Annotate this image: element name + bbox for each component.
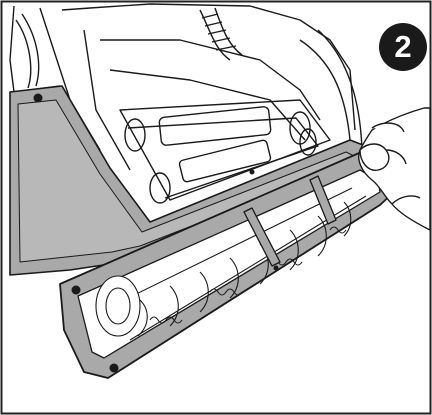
plate-braces: [243, 175, 337, 267]
step-number-badge: 2: [379, 23, 427, 71]
bottom-plate: [9, 85, 397, 379]
step-number: 2: [394, 29, 412, 64]
brush-housing: [119, 99, 331, 204]
hand-illustration: [358, 107, 431, 231]
plate-screws: [33, 93, 373, 373]
